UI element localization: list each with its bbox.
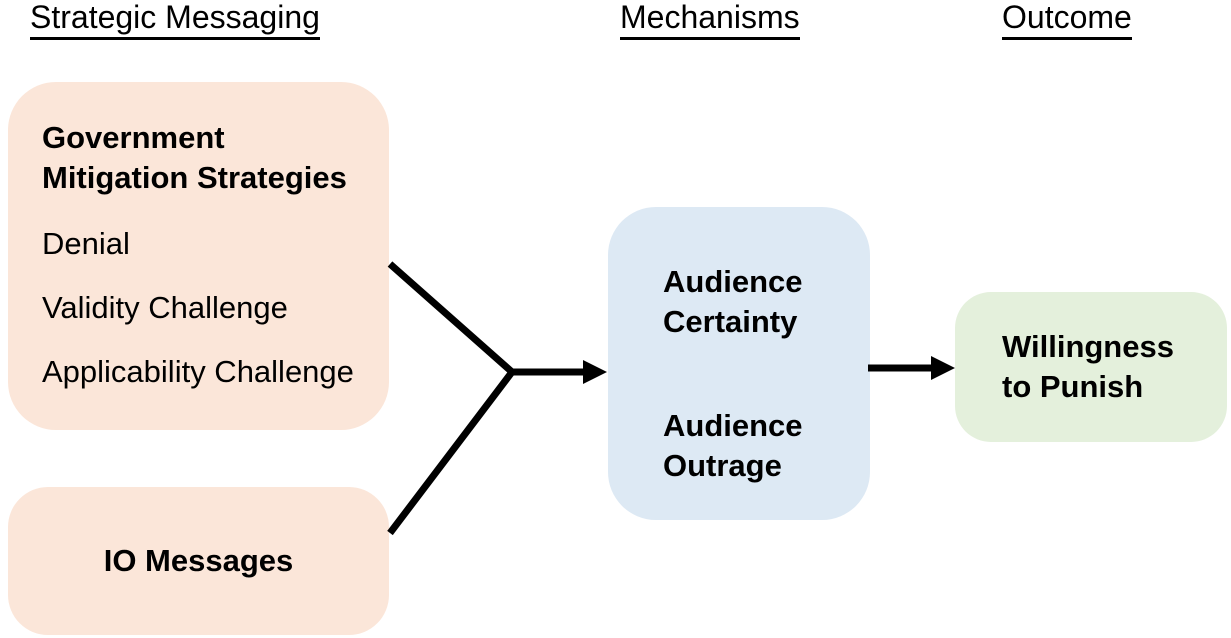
column-header-strategic-messaging: Strategic Messaging <box>30 0 320 40</box>
audience-certainty-line1: Audience <box>663 264 803 299</box>
strategy-item-applicability-challenge: Applicability Challenge <box>42 354 354 389</box>
audience-certainty-label: Audience Certainty <box>663 262 862 342</box>
willingness-to-punish-line2: to Punish <box>1002 369 1144 404</box>
audience-certainty-line2: Certainty <box>663 304 798 339</box>
government-box-title: Government Mitigation Strategies <box>42 118 373 198</box>
government-box-title-line2: Mitigation Strategies <box>42 160 347 195</box>
column-header-outcome: Outcome <box>1002 0 1132 40</box>
strategy-item-validity-challenge: Validity Challenge <box>42 290 288 325</box>
io-messages-box: IO Messages <box>8 487 389 635</box>
government-box-items: Denial Validity Challenge Applicability … <box>42 224 373 392</box>
merge-arrow-head <box>583 360 607 384</box>
column-header-mechanisms: Mechanisms <box>620 0 800 40</box>
outcome-arrow-head <box>931 356 955 380</box>
willingness-to-punish-box: Willingness to Punish <box>955 292 1227 442</box>
willingness-to-punish-line1: Willingness <box>1002 329 1174 364</box>
strategy-item-denial: Denial <box>42 226 130 261</box>
audience-outrage-line2: Outrage <box>663 448 782 483</box>
io-messages-label: IO Messages <box>103 543 294 578</box>
government-box-title-line1: Government <box>42 120 225 155</box>
government-mitigation-strategies-box: Government Mitigation Strategies Denial … <box>8 82 389 430</box>
merge-connector-lines <box>387 261 517 536</box>
audience-outrage-line1: Audience <box>663 408 803 443</box>
mechanisms-box: Audience Certainty Audience Outrage <box>608 207 870 520</box>
audience-outrage-label: Audience Outrage <box>663 406 862 486</box>
